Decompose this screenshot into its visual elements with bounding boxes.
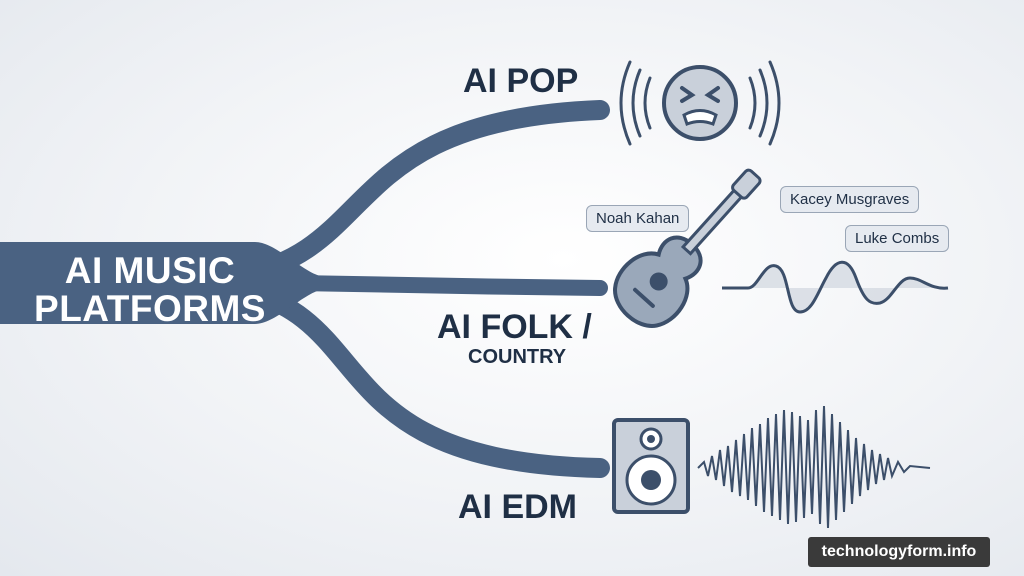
root-node	[0, 242, 320, 324]
watermark: technologyform.info	[808, 537, 990, 567]
speaker-icon	[612, 418, 690, 514]
artist-tag-noah-kahan: Noah Kahan	[586, 205, 690, 232]
branch-label-edm: AI EDM	[458, 488, 577, 526]
branch-label-folk-line1: AI FOLK /	[437, 308, 592, 346]
root-title-line1: AI MUSIC	[64, 250, 236, 291]
edm-waveform	[697, 405, 931, 529]
folk-waveform	[722, 260, 949, 314]
acoustic-guitar-icon	[613, 168, 762, 328]
artist-tag-luke-combs: Luke Combs	[845, 225, 950, 252]
branch-label-folk-line2: COUNTRY	[468, 346, 567, 368]
artist-tag-kacey-musgraves: Kacey Musgraves	[780, 186, 920, 213]
branch-label-pop: AI POP	[463, 62, 579, 100]
screaming-face-icon	[619, 60, 781, 146]
root-title-line2: PLATFORMS	[34, 288, 266, 329]
